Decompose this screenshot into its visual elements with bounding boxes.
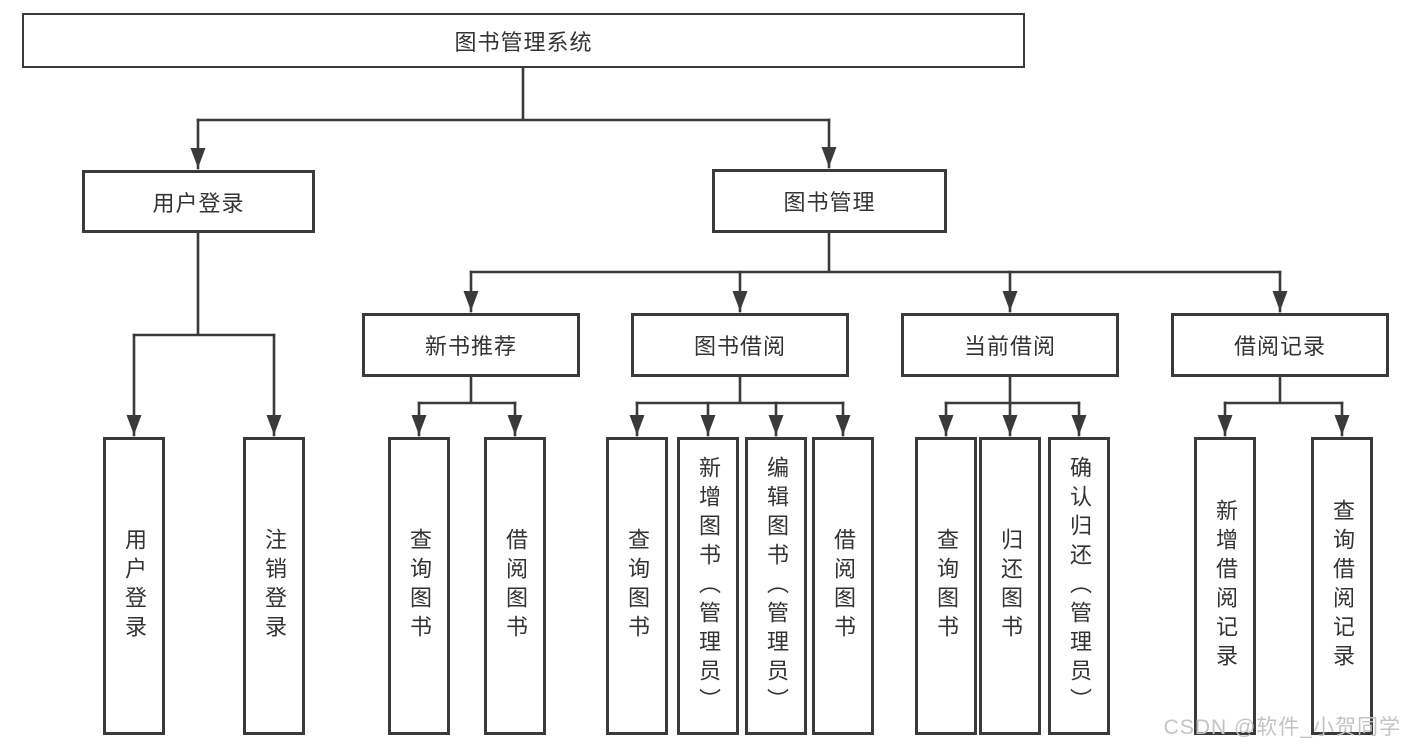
leaf-user-login-label: 用户登录 [122,528,147,644]
connector-root-branch [196,66,831,122]
leaf-query-borrow-record-label: 查询借阅记录 [1330,499,1355,673]
leaf-recommend-borrow-books: 借阅图书 [484,437,546,735]
node-root: 图书管理系统 [22,13,1025,68]
leaf-add-borrow-record: 新增借阅记录 [1194,437,1256,735]
node-new-book-recommend-label: 新书推荐 [424,334,517,359]
leaf-confirm-return-admin: 确认归还（管理员） [1048,437,1110,735]
leaf-edit-books-admin: 编辑图书（管理员） [745,437,807,735]
leaf-borrow-query-books: 查询图书 [606,437,668,735]
csdn-watermark: CSDN @软件_小贺同学 [1163,716,1401,739]
node-book-management-label: 图书管理 [783,190,876,215]
leaf-logout-label: 注销登录 [262,528,287,644]
leaf-add-books-admin-label: 新增图书（管理员） [696,455,721,717]
leaf-current-query-books: 查询图书 [915,437,977,735]
node-user-login-label: 用户登录 [152,190,245,216]
leaf-user-login: 用户登录 [103,437,165,735]
node-book-borrow: 图书借阅 [631,313,849,377]
connector-new-book-recommend-branch [417,375,517,405]
leaf-add-borrow-record-label: 新增借阅记录 [1213,499,1238,673]
node-current-borrow-label: 当前借阅 [963,334,1056,359]
leaf-logout: 注销登录 [243,437,305,735]
leaf-query-borrow-record: 查询借阅记录 [1311,437,1373,735]
leaf-borrow-books: 借阅图书 [812,437,874,735]
node-borrow-record-label: 借阅记录 [1233,334,1326,359]
leaf-add-books-admin: 新增图书（管理员） [677,437,739,735]
leaf-recommend-query-books: 查询图书 [388,437,450,735]
leaf-borrow-books-label: 借阅图书 [831,528,856,644]
node-new-book-recommend: 新书推荐 [362,313,580,377]
node-book-borrow-label: 图书借阅 [693,334,786,359]
leaf-confirm-return-admin-label: 确认归还（管理员） [1067,455,1092,717]
connector-book-borrow-branch [635,375,845,405]
connector-book-management-branch [469,231,1282,274]
leaf-return-books-label: 归还图书 [998,528,1023,644]
node-borrow-record: 借阅记录 [1171,313,1389,377]
connector-borrow-record-branch [1223,375,1344,405]
leaf-recommend-query-books-label: 查询图书 [407,528,432,644]
node-current-borrow: 当前借阅 [901,313,1119,377]
node-book-management: 图书管理 [712,169,947,233]
leaf-borrow-query-books-label: 查询图书 [625,528,650,644]
leaf-current-query-books-label: 查询图书 [934,528,959,644]
node-root-label: 图书管理系统 [454,29,593,55]
leaf-edit-books-admin-label: 编辑图书（管理员） [764,455,789,717]
connector-user-login-branch [132,231,276,337]
connector-current-borrow-branch [944,375,1081,405]
leaf-return-books: 归还图书 [979,437,1041,735]
node-user-login: 用户登录 [82,170,315,233]
leaf-recommend-borrow-books-label: 借阅图书 [503,528,528,644]
